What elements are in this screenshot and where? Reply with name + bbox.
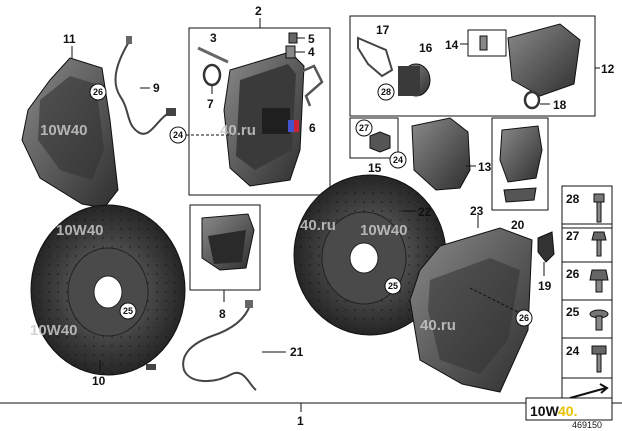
screw-26-part[interactable] — [589, 269, 609, 293]
rear-seal-part[interactable] — [523, 90, 541, 110]
callout-12: 12 — [601, 62, 615, 76]
rear-caliper-part[interactable] — [507, 23, 581, 97]
screw-24-part[interactable] — [591, 345, 607, 373]
circle-26-rear — [89, 83, 107, 101]
circle-26-front-text: 26 — [519, 313, 529, 323]
callout-15: 15 — [368, 161, 382, 175]
bracket-part[interactable] — [357, 36, 394, 78]
spring-clip-part[interactable] — [295, 64, 324, 107]
watermark-group: 10W40 40.ru 10W40 40.ru 10W40 10W40 40.r… — [30, 122, 456, 339]
svg-text:10W40: 10W40 — [360, 222, 408, 239]
bolt-part[interactable] — [197, 46, 229, 64]
svg-text:10W40: 10W40 — [40, 122, 88, 139]
front-disc-part[interactable] — [293, 174, 447, 336]
actuator-part[interactable] — [398, 63, 431, 97]
callout-17: 17 — [376, 23, 390, 37]
circle-25-front — [384, 277, 402, 295]
callout-11: 11 — [63, 32, 76, 46]
hardware-panel — [561, 185, 613, 404]
callout-6: 6 — [309, 121, 316, 135]
circle-25-rear-text: 25 — [123, 306, 133, 316]
svg-text:40.ru: 40.ru — [220, 122, 256, 139]
callout-20: 20 — [511, 218, 525, 232]
circle-27 — [355, 119, 373, 137]
callout-5: 5 — [308, 32, 315, 46]
circle-28 — [377, 83, 395, 101]
circle-28-text: 28 — [381, 87, 391, 97]
circle-25-rear — [119, 302, 137, 320]
hardware-27-label: 27 — [566, 229, 580, 243]
svg-text:40.ru: 40.ru — [420, 317, 456, 334]
screw-25-part[interactable] — [589, 309, 609, 331]
callout-2: 2 — [255, 4, 262, 18]
caliper-group-box — [188, 27, 331, 196]
wear-sensor-front-part[interactable] — [182, 304, 257, 391]
rear-pad-box — [491, 117, 549, 211]
rear-caliper-box — [349, 15, 596, 117]
callout-19: 19 — [538, 279, 552, 293]
callout-10: 10 — [92, 374, 106, 388]
callout-3: 3 — [210, 31, 217, 45]
callout-1: 1 — [297, 414, 304, 428]
rear-pad-set-part[interactable] — [499, 125, 543, 183]
screw-27-part[interactable] — [591, 231, 607, 257]
svg-text:10W40: 10W40 — [56, 222, 104, 239]
circle-24-caliper-text: 24 — [173, 130, 183, 140]
screw-28-part[interactable] — [593, 193, 605, 223]
svg-text:10W: 10W — [530, 403, 560, 419]
rear-disc-part[interactable] — [30, 204, 186, 376]
bleeder-valve-part[interactable] — [285, 45, 296, 59]
wear-sensor-rear-part[interactable] — [114, 39, 171, 135]
logo-watermark: 10W 40. — [525, 397, 613, 421]
diagram-id: 469150 — [572, 420, 602, 430]
callout-14: 14 — [445, 38, 459, 52]
carrier-part[interactable] — [411, 117, 471, 191]
circle-24-carrier-text: 24 — [393, 155, 403, 165]
pad-set-box — [189, 204, 261, 291]
callout-23: 23 — [470, 204, 484, 218]
arrow-icon — [569, 383, 609, 399]
callout-8: 8 — [219, 307, 226, 321]
bracket-small-part[interactable] — [537, 231, 555, 263]
rear-bleeder-part[interactable] — [479, 35, 488, 51]
hardware-28-label: 28 — [566, 192, 580, 206]
callout-21: 21 — [290, 345, 304, 359]
callout-9: 9 — [153, 81, 160, 95]
circle-27-text: 27 — [359, 123, 369, 133]
caliper-body-part[interactable] — [223, 51, 305, 187]
callout-18: 18 — [553, 98, 567, 112]
svg-text:10W40: 10W40 — [30, 322, 78, 339]
hardware-25-label: 25 — [566, 305, 580, 319]
circle-24-caliper — [169, 126, 187, 144]
callout-16: 16 — [419, 41, 433, 55]
hardware-24-label: 24 — [566, 344, 580, 358]
hardware-26-label: 26 — [566, 267, 580, 281]
callout-4: 4 — [308, 45, 315, 59]
bleeder-cap-part[interactable] — [288, 32, 298, 44]
svg-text:40.ru: 40.ru — [300, 217, 336, 234]
callout-13: 13 — [478, 160, 492, 174]
callout-22: 22 — [418, 205, 432, 219]
callout-7: 7 — [207, 97, 214, 111]
carrier-nut-part[interactable] — [369, 131, 391, 153]
circle-26-rear-text: 26 — [93, 87, 103, 97]
circle-25-front-text: 25 — [388, 281, 398, 291]
circle-24-carrier — [389, 151, 407, 169]
svg-text:40.: 40. — [558, 403, 577, 419]
seal-ring-part[interactable] — [202, 63, 222, 87]
leader-26-front — [469, 287, 519, 313]
rear-bleeder-box — [467, 29, 507, 57]
carrier-nut-box — [349, 117, 399, 159]
circle-26-front — [515, 309, 533, 327]
